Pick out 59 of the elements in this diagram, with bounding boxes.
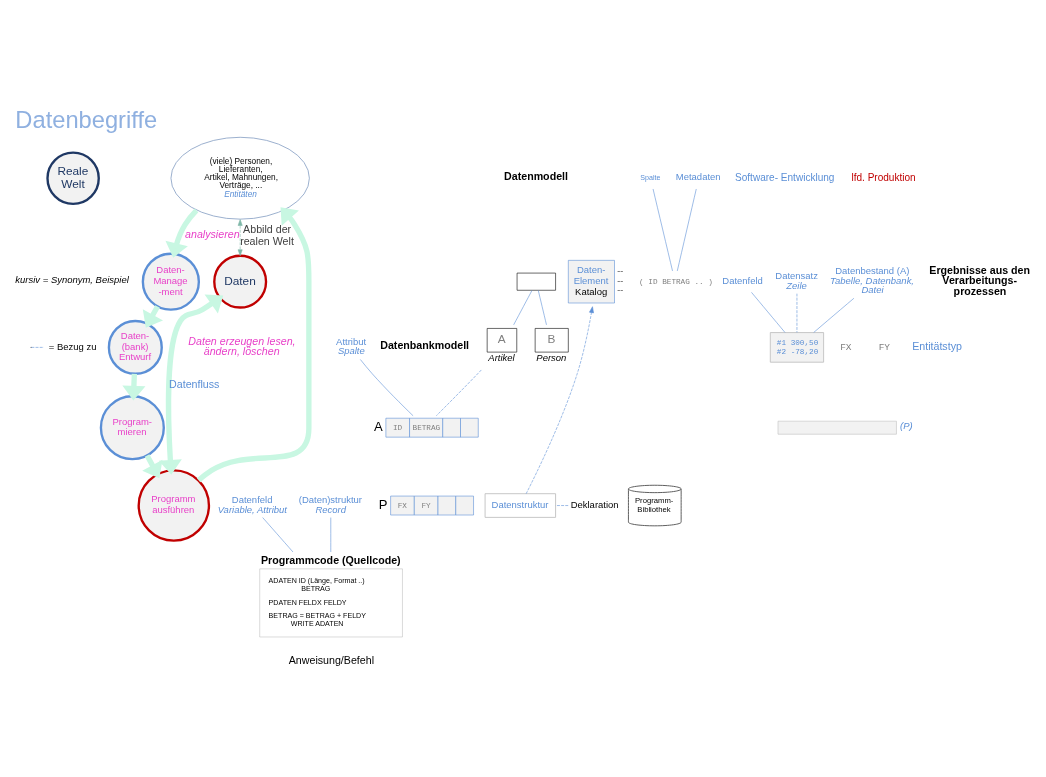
node-circle: Reale Welt xyxy=(46,150,100,205)
node-circle: Daten xyxy=(213,254,268,309)
label: Entitätstyp xyxy=(912,339,962,352)
node-box: Datenstruktur xyxy=(484,492,557,518)
node-ellipse: (viele) Personen, Lieferanten, Artikel, Mahnungen, Verträge, ... Entitäten xyxy=(170,136,310,220)
legend-label: kursiv = Synonym, Beispiel xyxy=(15,273,129,285)
legend-label: = Bezug zu xyxy=(48,340,97,352)
connector xyxy=(360,358,414,416)
edge-label: analysieren xyxy=(185,227,240,240)
label: Datenmodell xyxy=(504,169,568,182)
connector xyxy=(677,188,697,271)
label: Ergebnisse aus den Verarbeitungs- prozessen xyxy=(929,263,1031,297)
node-text: Metadaten xyxy=(675,170,721,182)
label: FX xyxy=(840,341,852,353)
node-circle: Daten- (bank) Entwurf xyxy=(107,319,163,375)
node-text: Attribut xyxy=(336,335,367,347)
label: Datenbankmodell xyxy=(380,338,470,351)
label: Anweisung/Befehl xyxy=(288,653,375,666)
node-circle: Program- mieren xyxy=(99,394,165,460)
node-label: P xyxy=(378,496,388,512)
connector xyxy=(513,289,533,325)
edge-label: Abbild der realen Welt xyxy=(240,222,294,247)
label: Daten erzeugen lesen, ändern, löschen xyxy=(188,334,296,357)
node-label: Person xyxy=(536,351,567,363)
node-label: Variable, Attribut xyxy=(217,503,287,515)
connector xyxy=(262,516,294,552)
node-label: Artikel xyxy=(488,351,515,363)
node-text: Deklaration xyxy=(570,498,619,510)
node-label: -- xyxy=(616,264,624,276)
connector xyxy=(813,297,855,333)
node-label: A xyxy=(374,418,383,434)
node-text: Datenfeld xyxy=(722,274,763,286)
diagram-title: Datenbegriffe xyxy=(15,106,158,133)
arrow xyxy=(237,218,243,256)
arrow xyxy=(525,305,594,494)
label: Software- Entwicklung xyxy=(735,171,835,183)
node-label: -- xyxy=(616,274,624,286)
edge-label: Datenfluss xyxy=(169,377,220,390)
connector xyxy=(436,369,482,416)
node-label: -- xyxy=(616,283,624,295)
label: FY xyxy=(878,341,891,353)
arrow xyxy=(196,206,312,482)
node-label: Zeile xyxy=(786,279,807,291)
node-text: Datenbestand (A) xyxy=(835,264,910,276)
node-label: Spalte xyxy=(337,344,365,356)
arrow xyxy=(165,208,199,258)
node-circle: Daten- Manage -ment xyxy=(141,252,201,311)
node-box xyxy=(516,272,556,291)
node-label: (P) xyxy=(900,419,913,431)
node-circle: Programm ausführen xyxy=(137,468,211,542)
connector xyxy=(555,504,569,506)
node-text: Datensatz xyxy=(775,269,818,281)
label: lfd. Produktion xyxy=(851,171,916,183)
connector xyxy=(751,291,786,333)
node-text: Datenfeld xyxy=(231,493,273,505)
node-text: (Daten)struktur xyxy=(298,493,362,505)
node-label: Programmcode (Quellcode) xyxy=(260,553,401,566)
connector xyxy=(538,289,547,325)
connector xyxy=(652,188,673,271)
